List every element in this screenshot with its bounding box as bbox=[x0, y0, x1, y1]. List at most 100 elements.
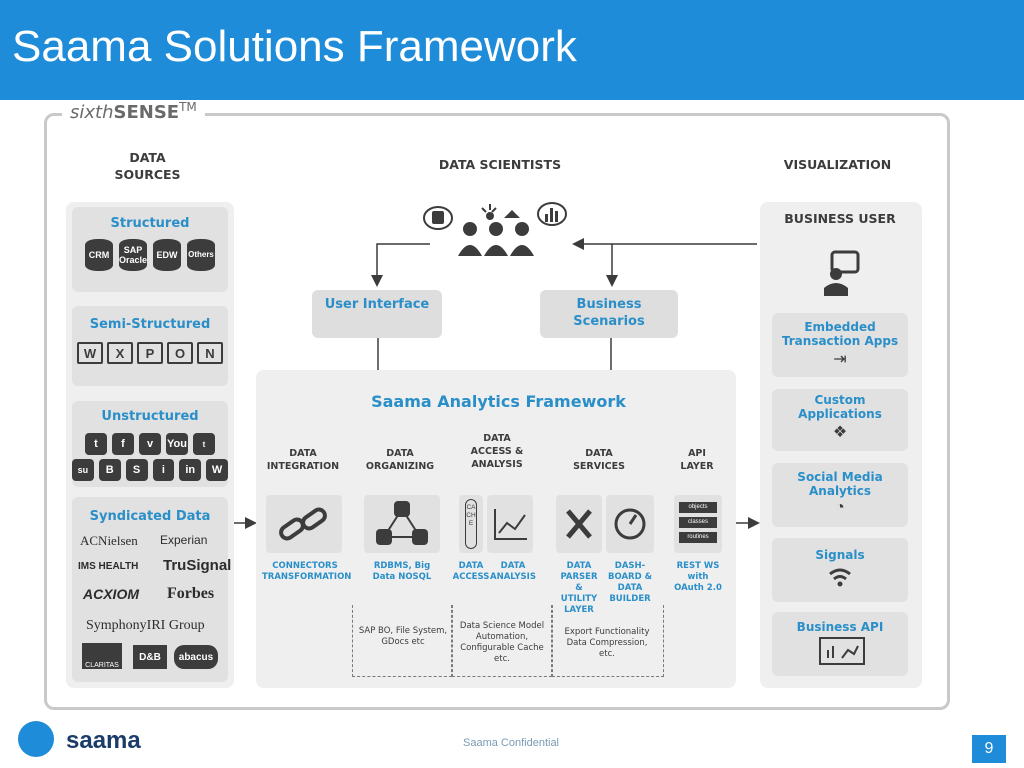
word-icon: W bbox=[77, 342, 103, 364]
parser-box bbox=[556, 495, 602, 553]
business-api-card: Business API bbox=[772, 612, 908, 676]
custom-apps-label: Custom Applications bbox=[798, 393, 882, 421]
facebook-icon: f bbox=[112, 433, 134, 455]
api-box: objects classes routines bbox=[674, 495, 722, 553]
cap-connectors: CONNECTORS TRANSFORMATION bbox=[262, 561, 352, 582]
col-api-layer: API LAYER bbox=[680, 448, 714, 472]
embedded-apps-card: Embedded Transaction Apps ⇥ bbox=[772, 313, 908, 377]
gauge-icon bbox=[614, 508, 646, 540]
connectors-box bbox=[266, 495, 342, 553]
page-number: 9 bbox=[972, 735, 1006, 763]
cap-rest-ws: REST WS with OAuth 2.0 bbox=[674, 561, 722, 593]
claritas-logo: CLARITAS bbox=[82, 643, 122, 669]
onenote-icon: N bbox=[197, 342, 223, 364]
embedded-apps-label: Embedded Transaction Apps bbox=[781, 320, 899, 348]
custom-apps-card: Custom Applications ❖ bbox=[772, 389, 908, 451]
unstructured-card: Unstructured t f v You t su B S i in W bbox=[72, 401, 228, 487]
cap-data-access: DATA ACCESS bbox=[452, 561, 490, 582]
brand-bold: SENSE bbox=[113, 102, 180, 123]
youtube-icon: t bbox=[193, 433, 215, 455]
brand-italic: sixth bbox=[70, 102, 114, 123]
business-api-label: Business API bbox=[796, 620, 884, 634]
analysis-box bbox=[487, 495, 533, 553]
stumbleupon-icon: su bbox=[72, 459, 94, 481]
data-scientists-icon bbox=[423, 202, 567, 256]
note-box-1 bbox=[352, 605, 452, 677]
acxiom-logo: ACXIOM bbox=[83, 586, 139, 602]
symphonyiri-logo: SymphonyIRI Group bbox=[86, 618, 205, 633]
api-objects: objects bbox=[679, 502, 717, 513]
crm-db-icon: CRM bbox=[85, 239, 113, 271]
user-interface-box: User Interface bbox=[312, 290, 442, 338]
cap-rdbms: RDBMS, Big Data NOSQL bbox=[372, 561, 432, 582]
unstructured-title: Unstructured bbox=[101, 409, 199, 424]
structured-card: Structured CRM SAP Oracle EDW Others bbox=[72, 207, 228, 292]
cache-label: CACHE bbox=[465, 499, 477, 549]
forbes-logo: Forbes bbox=[167, 585, 215, 602]
signals-label: Signals bbox=[815, 548, 865, 562]
acnielsen-logo: ACNielsen bbox=[80, 533, 138, 548]
data-sources-heading: DATA SOURCES bbox=[114, 150, 181, 182]
chart-window-icon bbox=[819, 637, 865, 665]
sign-in-icon: ⇥ bbox=[833, 351, 847, 368]
structured-title: Structured bbox=[110, 216, 190, 231]
social-media-label: Social Media Analytics bbox=[797, 470, 883, 498]
ims-health-logo: IMS HEALTH bbox=[78, 561, 139, 572]
rdbms-box bbox=[364, 495, 440, 553]
signals-card: Signals bbox=[772, 538, 908, 602]
col-data-organizing: DATA ORGANIZING bbox=[365, 448, 435, 472]
note-box-3 bbox=[552, 605, 664, 677]
api-classes: classes bbox=[679, 517, 717, 528]
sixthsense-brand: sixthSENSETM bbox=[62, 100, 205, 123]
experian-logo: Experian bbox=[160, 533, 208, 547]
data-scientists-heading: DATA SCIENTISTS bbox=[438, 157, 562, 172]
col-data-integration: DATA INTEGRATION bbox=[266, 448, 340, 472]
semi-structured-card: Semi-Structured W X P O N bbox=[72, 306, 228, 386]
note-export: Export Functionality Data Compression, e… bbox=[564, 627, 650, 659]
flickr-icon: v bbox=[139, 433, 161, 455]
trusignal-logo: TruSignal bbox=[163, 557, 232, 574]
framework-title: Saama Analytics Framework bbox=[371, 392, 626, 411]
skype-icon: S bbox=[125, 459, 148, 481]
api-routines: routines bbox=[679, 532, 717, 543]
slide-title: Saama Solutions Framework bbox=[12, 22, 577, 71]
cap-data-analysis: DATA ANALYSIS bbox=[490, 561, 536, 582]
dashboard-box bbox=[606, 495, 654, 553]
edw-db-icon: EDW bbox=[153, 239, 181, 271]
powerpoint-icon: P bbox=[137, 342, 163, 364]
twitter-icon: t bbox=[85, 433, 107, 455]
note-sap-bo: SAP BO, File System, GDocs etc bbox=[358, 626, 448, 647]
title-bar: Saama Solutions Framework bbox=[0, 0, 1024, 100]
abacus-logo: abacus bbox=[174, 645, 218, 669]
chat-icon: i bbox=[152, 459, 175, 481]
tools-icon bbox=[566, 509, 592, 539]
confidential-footer: Saama Confidential bbox=[463, 737, 560, 749]
others-db-icon: Others bbox=[187, 239, 215, 271]
dropbox-icon: ❖ bbox=[832, 424, 848, 441]
business-user-heading: BUSINESS USER bbox=[784, 211, 896, 226]
social-media-card: Social Media Analytics ◔ bbox=[772, 463, 908, 527]
visualization-heading: VISUALIZATION bbox=[783, 157, 892, 172]
sap-oracle-db-icon: SAP Oracle bbox=[119, 239, 147, 271]
col-data-access-analysis: DATA ACCESS & ANALYSIS bbox=[470, 433, 524, 470]
semi-structured-title: Semi-Structured bbox=[89, 317, 211, 332]
business-user-icon bbox=[824, 250, 860, 296]
chain-link-icon bbox=[279, 507, 327, 541]
outlook-icon: O bbox=[167, 342, 193, 364]
dnb-logo: D&B bbox=[133, 645, 167, 669]
col-data-services: DATA SERVICES bbox=[573, 448, 625, 472]
syndicated-title: Syndicated Data bbox=[89, 509, 211, 524]
vimeo-icon: You bbox=[166, 433, 188, 455]
note-data-science: Data Science Model Automation, Configura… bbox=[459, 621, 545, 664]
cache-box: CACHE bbox=[459, 495, 483, 553]
saama-logo: saama bbox=[18, 721, 141, 757]
database-network-icon bbox=[376, 501, 428, 545]
linkedin-icon: in bbox=[179, 459, 202, 481]
brand-tm: TM bbox=[179, 100, 197, 114]
wordpress-icon: W bbox=[206, 459, 228, 481]
business-scenarios-box: Business Scenarios bbox=[540, 290, 678, 338]
line-chart-icon bbox=[494, 509, 527, 540]
cap-data-parser: DATA PARSER & UTILITY LAYER bbox=[560, 561, 598, 615]
saama-logo-text: saama bbox=[66, 727, 141, 754]
note-box-2 bbox=[452, 605, 552, 677]
